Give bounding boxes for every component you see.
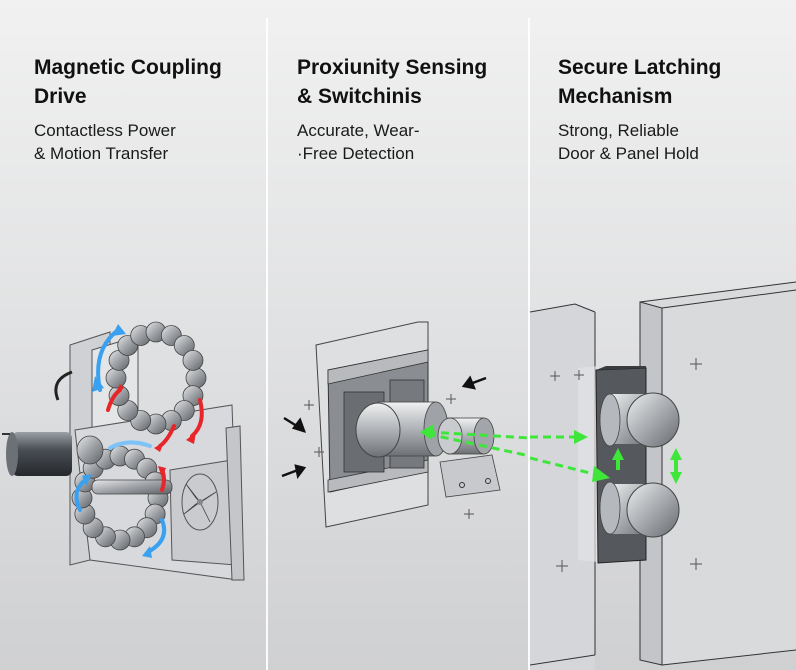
blue-flow-arrow	[146, 518, 167, 554]
reference-crosshairs	[304, 394, 474, 519]
title-line: Magnetic Coupling	[34, 56, 222, 79]
upper-magnet-ring	[105, 321, 207, 435]
panel-subtitle: Contactless Power & Motion Transfer	[34, 119, 176, 165]
blue-flow-arrow	[108, 440, 152, 450]
panel-divider-left	[266, 18, 268, 670]
panel-subtitle: Strong, Reliable Door & Panel Hold	[558, 119, 699, 165]
panel-title: Secure Latching Mechanism	[558, 53, 721, 111]
panel-title: Magnetic Coupling Drive	[34, 53, 222, 111]
panel-divider-right	[528, 18, 530, 670]
drive-shaft	[91, 479, 173, 495]
title-line: Mechanism	[558, 85, 673, 108]
field-arrows	[574, 430, 682, 484]
latch-illustration	[530, 281, 796, 670]
subtitle-line: Door & Panel Hold	[558, 144, 699, 163]
panel-title: Proxiunity Sensing & Switchinis	[297, 53, 487, 111]
subtitle-line: Contactless Power	[34, 121, 176, 140]
sensor-cylinder	[355, 401, 449, 458]
arrow-right-icon	[574, 430, 588, 444]
coupling-hub	[76, 435, 104, 465]
arrow-up-icon	[612, 448, 624, 460]
subtitle-line: Strong, Reliable	[558, 121, 679, 140]
magnetic-field-lines	[427, 430, 528, 458]
motor	[2, 370, 73, 476]
fan-icon	[181, 473, 219, 531]
door-panel	[639, 281, 796, 666]
force-arrows	[281, 375, 487, 479]
panel-proximity-sensing: Proxiunity Sensing & Switchinis Accurate…	[268, 0, 528, 670]
arrow-updown-icon	[670, 448, 682, 460]
reference-crosshairs	[550, 358, 702, 572]
target-magnet	[437, 417, 501, 498]
subtitle-line: Accurate, Wear-	[297, 121, 420, 140]
magnet-segment	[182, 349, 204, 371]
latch-magnet-top	[599, 392, 680, 448]
field-arrow-icon	[420, 424, 434, 440]
panel-secure-latching: Secure Latching Mechanism Strong, Reliab…	[530, 0, 796, 670]
magnet-segment	[105, 367, 127, 389]
title-line: Secure Latching	[558, 56, 722, 79]
subtitle-line: & Motion Transfer	[34, 144, 169, 163]
panel-magnetic-coupling: Magnetic Coupling Drive Contactless Powe…	[0, 0, 266, 670]
arrow-heads	[82, 324, 196, 558]
magnet-segment	[185, 367, 207, 389]
arrow-right-icon	[592, 466, 610, 482]
subtitle-line: ·Free Detection	[297, 144, 415, 163]
latch-magnet-bottom	[599, 481, 680, 538]
title-line: Drive	[34, 85, 87, 108]
title-line: & Switchinis	[297, 85, 422, 108]
magnetic-coupling-illustration	[2, 321, 245, 581]
proximity-sensor-illustration	[281, 321, 528, 528]
panel-subtitle: Accurate, Wear- ·Free Detection	[297, 119, 420, 165]
magnetic-field-lines	[530, 435, 595, 476]
lower-magnet-ring	[71, 445, 169, 551]
title-line: Proxiunity Sensing	[297, 56, 488, 79]
